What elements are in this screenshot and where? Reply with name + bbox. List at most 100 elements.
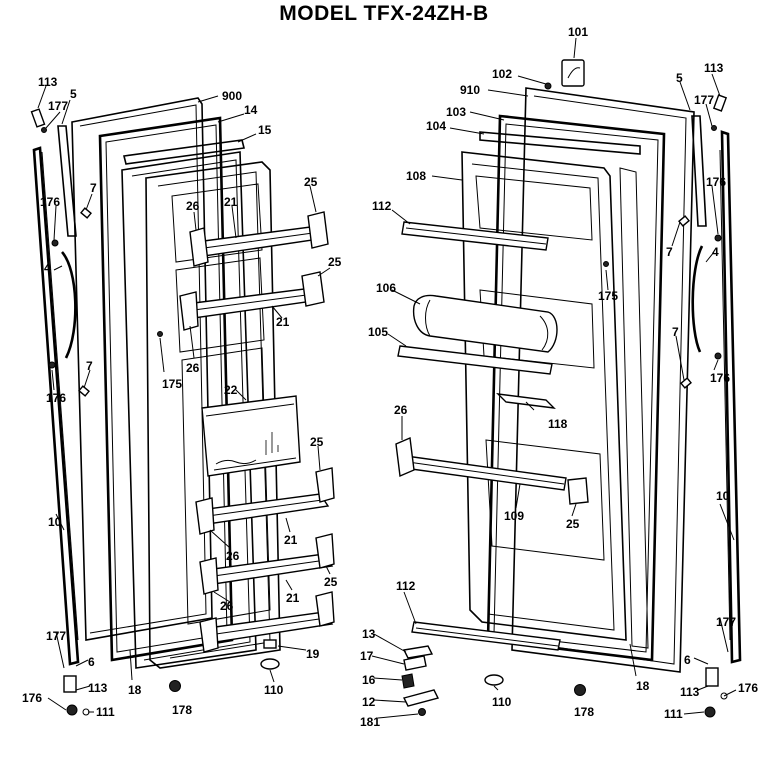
part-17 bbox=[403, 655, 427, 671]
left-shelf-5 bbox=[199, 591, 335, 653]
label-176-right-top: 176 bbox=[706, 175, 726, 189]
label-6-left: 6 bbox=[88, 655, 95, 669]
label-18-right: 18 bbox=[636, 679, 650, 693]
left-shelf-4 bbox=[199, 533, 335, 595]
label-22: 22 bbox=[224, 383, 238, 397]
label-15: 15 bbox=[258, 123, 272, 137]
right-shelf-109 bbox=[395, 436, 589, 505]
label-176-right-bottom: 176 bbox=[738, 681, 758, 695]
right-door-assembly bbox=[395, 59, 742, 718]
label-106: 106 bbox=[376, 281, 396, 295]
label-18-left: 18 bbox=[128, 683, 142, 697]
left-handle-clip-top bbox=[80, 207, 92, 219]
label-26-left-3: 26 bbox=[226, 549, 240, 563]
label-113-right-bottom: 113 bbox=[680, 685, 700, 699]
label-104: 104 bbox=[426, 119, 446, 133]
left-side-trim bbox=[57, 125, 77, 237]
right-tray-118 bbox=[496, 393, 556, 409]
right-handle-clip-bottom bbox=[680, 377, 692, 389]
label-900: 900 bbox=[222, 89, 242, 103]
right-outer-door-panel bbox=[511, 87, 695, 673]
label-7-left-bottom: 7 bbox=[86, 359, 93, 373]
left-hinge-pin bbox=[66, 704, 78, 716]
right-handle-clip-top bbox=[678, 215, 690, 227]
label-109: 109 bbox=[504, 509, 524, 523]
label-111-right: 111 bbox=[664, 707, 683, 721]
label-177-left-bottom: 177 bbox=[46, 629, 66, 643]
label-175-left: 175 bbox=[162, 377, 182, 391]
label-113-left-top: 113 bbox=[38, 75, 58, 89]
right-shelf-105 bbox=[397, 345, 553, 375]
left-part-110 bbox=[260, 658, 280, 670]
label-111-left: 111 bbox=[96, 705, 115, 719]
label-21-left-2: 21 bbox=[276, 315, 290, 329]
label-177-right-top: 177 bbox=[694, 93, 714, 107]
label-110-left: 110 bbox=[264, 683, 284, 697]
right-part-110 bbox=[484, 674, 504, 686]
left-bottom-hinge bbox=[63, 675, 77, 693]
right-hinge-pin bbox=[704, 706, 716, 718]
label-21-left-1: 21 bbox=[224, 195, 238, 209]
leader-lines bbox=[37, 37, 737, 719]
label-21-left-3: 21 bbox=[284, 533, 298, 547]
left-inner-liner bbox=[121, 151, 257, 669]
label-6-right: 6 bbox=[684, 653, 691, 667]
page-title: MODEL TFX-24ZH-B bbox=[279, 2, 489, 25]
label-910: 910 bbox=[460, 83, 480, 97]
label-112-top: 112 bbox=[372, 199, 392, 213]
label-14: 14 bbox=[244, 103, 258, 117]
part-12 bbox=[402, 689, 440, 707]
label-7-left-top: 7 bbox=[90, 181, 97, 195]
label-26-left-2: 26 bbox=[186, 361, 200, 375]
label-19: 19 bbox=[306, 647, 320, 661]
left-part-19 bbox=[263, 639, 277, 649]
label-26-left-4: 26 bbox=[220, 599, 234, 613]
right-top-hinge bbox=[712, 94, 728, 112]
label-108: 108 bbox=[406, 169, 426, 183]
label-7-right-bottom: 7 bbox=[672, 325, 679, 339]
label-5-left: 5 bbox=[70, 87, 77, 101]
left-top-hinge bbox=[30, 108, 46, 128]
left-breaker-strip bbox=[123, 139, 245, 165]
label-176-left-top: 176 bbox=[40, 195, 60, 209]
right-side-trim bbox=[691, 115, 707, 227]
label-25-right: 25 bbox=[566, 517, 580, 531]
left-shelf-2 bbox=[179, 271, 325, 331]
label-177-right-bottom: 177 bbox=[716, 615, 736, 629]
label-25-left-2: 25 bbox=[328, 255, 342, 269]
label-10-left: 10 bbox=[48, 515, 62, 529]
right-inner-liner bbox=[461, 151, 627, 641]
right-top-bracket-101 bbox=[561, 59, 585, 87]
left-outer-door-panel bbox=[71, 97, 213, 641]
label-176-left-bottom: 176 bbox=[22, 691, 42, 705]
left-inner-door-liner bbox=[145, 161, 281, 669]
label-21-left-4: 21 bbox=[286, 591, 300, 605]
left-door-bin bbox=[201, 395, 301, 477]
left-handle-clip-bottom bbox=[78, 385, 90, 397]
label-113-left-bottom: 113 bbox=[88, 681, 108, 695]
right-breaker-strip bbox=[479, 131, 641, 155]
right-shelf-112-bottom bbox=[411, 621, 561, 651]
right-bottom-hinge bbox=[705, 667, 719, 687]
label-25-left-4: 25 bbox=[324, 575, 338, 589]
label-102: 102 bbox=[492, 67, 512, 81]
label-177-left-top: 177 bbox=[48, 99, 68, 113]
right-shelf-112-top bbox=[401, 221, 549, 251]
label-13: 13 bbox=[362, 627, 376, 641]
label-12: 12 bbox=[362, 695, 376, 709]
label-176-right-mid: 176 bbox=[710, 371, 730, 385]
label-176-left-mid: 176 bbox=[46, 391, 66, 405]
label-103: 103 bbox=[446, 105, 466, 119]
label-17: 17 bbox=[360, 649, 374, 663]
label-110-right: 110 bbox=[492, 695, 512, 709]
label-7-right-top: 7 bbox=[666, 245, 673, 259]
label-181: 181 bbox=[360, 715, 380, 729]
left-part-178 bbox=[169, 680, 181, 692]
label-105: 105 bbox=[368, 325, 388, 339]
label-16: 16 bbox=[362, 673, 376, 687]
left-shelf-3 bbox=[195, 467, 335, 535]
right-door-handle bbox=[691, 245, 704, 353]
right-part-102 bbox=[544, 82, 552, 90]
right-dairy-compartment bbox=[412, 294, 558, 353]
